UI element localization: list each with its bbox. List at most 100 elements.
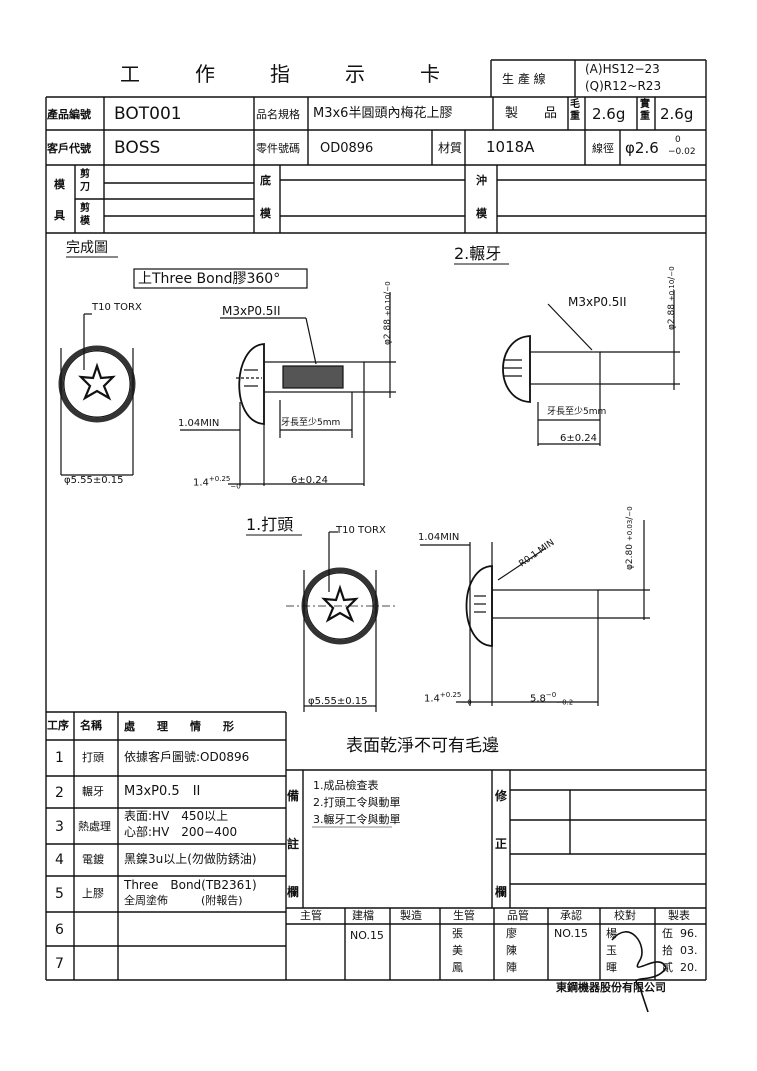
- bottom-mold-label: 模: [260, 207, 271, 220]
- process-row-no: 6: [55, 922, 64, 938]
- length-dim: 6±0.24: [560, 433, 598, 444]
- head-diameter-dim: φ5.55±0.15: [64, 475, 124, 486]
- remarks-item: 2.打頭工令與動單: [313, 796, 401, 809]
- signoff-header: 品管: [507, 909, 529, 922]
- remarks-label: 欄: [287, 885, 300, 899]
- process-row-desc: Three Bond(TB2361): [124, 878, 257, 892]
- length-dim: 6±0.24: [291, 475, 329, 486]
- thread-rolling-section-title: 2.輾牙: [454, 244, 502, 263]
- head-height-dim: 1.4+0.25−0: [424, 691, 472, 707]
- title-char: 卡: [420, 62, 440, 86]
- surface-note: 表面乾淨不可有毛邊: [346, 736, 499, 756]
- company-name: 東鋼機器股份有限公司: [556, 981, 666, 994]
- signoff-header: 承認: [560, 909, 582, 922]
- process-row-desc: 黑鎳3u以上(勿做防銹油): [124, 852, 257, 866]
- title-char: 工: [120, 62, 140, 86]
- thread-spec-label: M3xP0.5II: [222, 304, 281, 318]
- title-char: 指: [270, 62, 290, 86]
- signoff-name-char: 陳: [506, 944, 517, 957]
- modification-label: 修: [495, 789, 508, 803]
- signoff-name-char: 美: [452, 944, 463, 957]
- process-row-no: 2: [55, 785, 64, 801]
- signoff-date-num: 20.: [680, 961, 698, 974]
- signoff-name-char: 廖: [506, 927, 517, 940]
- page-title: 工 作 指 示 卡: [120, 64, 440, 84]
- modification-label: 正: [495, 837, 508, 851]
- signoff-name-char: 張: [452, 927, 463, 940]
- process-row-no: 5: [55, 886, 64, 902]
- process-row-no: 1: [55, 750, 64, 766]
- heading-section-title: 1.打頭: [246, 515, 294, 534]
- product-label: 製 品: [505, 106, 558, 121]
- head-diameter-dim: φ5.55±0.15: [308, 696, 368, 707]
- thread-spec-label: M3xP0.5II: [568, 295, 627, 309]
- weight-label: 毛重: [570, 99, 580, 122]
- spec-value: M3x6半圓頭內梅花上膠: [313, 106, 453, 121]
- process-header-no: 工序: [47, 719, 69, 732]
- signoff-date-num: 03.: [680, 944, 698, 957]
- signoff-header: 建檔: [352, 909, 374, 922]
- remarks-item: 1.成品檢查表: [313, 779, 379, 792]
- cut-knife-label: 剪刀: [80, 169, 90, 193]
- line-label: 生 產 線: [502, 72, 546, 86]
- mold-label: 模: [54, 178, 65, 191]
- process-header-desc: 處 理 情 形: [124, 720, 234, 733]
- product-no-value: BOT001: [114, 104, 182, 124]
- signoff-name-char: 鳳: [452, 961, 463, 974]
- customer-value: BOSS: [114, 138, 161, 158]
- signoff-date-char: 玉: [606, 944, 617, 957]
- min-length-label: 1.04MIN: [418, 532, 460, 543]
- part-value: OD0896: [320, 141, 374, 156]
- cut-mold-label: 剪模: [80, 203, 90, 227]
- title-char: 作: [195, 62, 215, 86]
- signoff-header: 校對: [614, 909, 636, 922]
- remarks-label: 註: [287, 837, 300, 851]
- line-value-a: (A)HS12−23: [585, 62, 660, 76]
- signoff-header: 製表: [668, 909, 690, 922]
- thread-length-note: 牙長至少5mm: [547, 407, 607, 417]
- process-row-desc: M3xP0.5 II: [124, 784, 201, 799]
- material-value: 1018A: [486, 138, 535, 156]
- signoff-name-char: 陣: [506, 961, 517, 974]
- signoff-header: 生管: [453, 909, 475, 922]
- process-row-name: 熱處理: [78, 820, 111, 833]
- process-row-desc: 表面:HV 450以上: [124, 809, 229, 823]
- wire-tol-lower: −0.02: [668, 147, 696, 157]
- torx-label: T10 TORX: [336, 525, 386, 536]
- diameter-label: φ2.80 +0.03/−0: [625, 506, 635, 570]
- line-value-q: (Q)R12~R23: [585, 79, 662, 93]
- wire-value: φ2.6: [625, 139, 659, 157]
- remarks-label: 備: [287, 789, 300, 803]
- thread-length-note: 牙長至少5mm: [281, 418, 341, 428]
- part-label: 零件號碼: [256, 142, 300, 155]
- signoff-date-char: 拾: [662, 944, 673, 957]
- process-row-no: 4: [55, 852, 64, 868]
- signoff-header: 製造: [400, 909, 422, 922]
- net-weight-value: 2.6g: [660, 105, 694, 123]
- diameter-label: φ2.88 +0.10/−0: [383, 281, 393, 345]
- process-header-name: 名稱: [80, 719, 102, 732]
- signoff-date-char: 楊: [606, 927, 617, 940]
- finished-drawing-label: 完成圖: [66, 240, 108, 256]
- title-char: 示: [345, 62, 365, 86]
- punch-mold-label: 模: [476, 207, 487, 220]
- signoff-date-num: 96.: [680, 927, 698, 940]
- spec-label: 品名規格: [256, 108, 300, 121]
- weight-value: 2.6g: [592, 105, 626, 123]
- wire-tol-upper: 0: [675, 135, 681, 145]
- mold-label: 具: [54, 209, 65, 222]
- threebond-note: 上Three Bond膠360°: [138, 271, 281, 287]
- head-height-dim: 1.4+0.25−0: [193, 475, 241, 491]
- signoff-header: 主管: [300, 909, 322, 922]
- process-row-desc: 全周塗佈 (附報告): [124, 894, 243, 907]
- process-row-desc: 依據客戶圖號:OD0896: [124, 750, 250, 764]
- torx-label: T10 TORX: [92, 302, 142, 313]
- process-row-desc: 心部:HV 200−400: [124, 825, 238, 839]
- net-weight-label: 實重: [640, 99, 650, 122]
- process-row-name: 輾牙: [82, 785, 104, 798]
- wire-label: 線徑: [592, 142, 614, 155]
- remarks-item: 3.輾牙工令與動單: [313, 813, 401, 826]
- process-row-name: 打頭: [82, 751, 104, 764]
- process-row-name: 電鍍: [82, 853, 104, 866]
